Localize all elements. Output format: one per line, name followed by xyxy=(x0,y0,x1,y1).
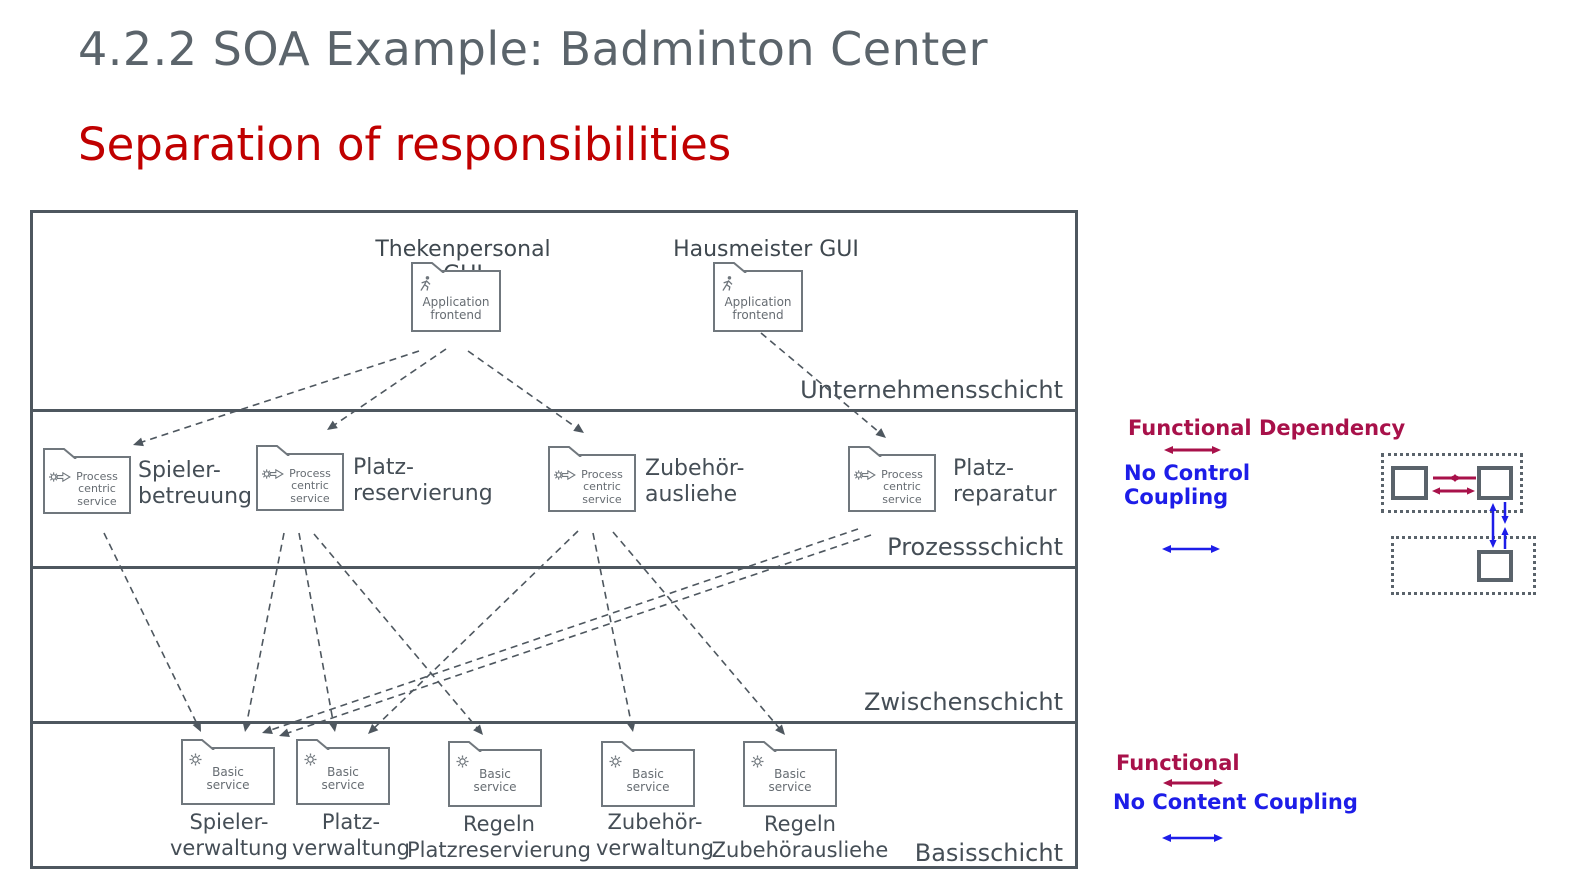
page-subtitle: Separation of responsibilities xyxy=(78,118,732,171)
no-control-coupling-label: No Control Coupling xyxy=(1124,461,1251,510)
process-service-folder-platzreparatur: Process centric service xyxy=(848,446,936,512)
illustration-blue-arrow-up-head xyxy=(1501,527,1509,535)
page-title: 4.2.2 SOA Example: Badminton Center xyxy=(78,22,989,76)
component-square xyxy=(1391,466,1428,500)
application-frontend-folder-hausmeister: Application frontend xyxy=(713,262,803,332)
gear-icon xyxy=(751,755,764,768)
folder-tab xyxy=(181,739,215,750)
no-control-coupling-sample-arrow-head xyxy=(1162,544,1171,554)
functional-dependency-label: Functional Dependency xyxy=(1128,416,1406,440)
soa-layers-diagram: Unternehmensschicht Prozessschicht Zwisc… xyxy=(30,210,1078,869)
folder-label: Application frontend xyxy=(422,295,490,323)
service-name-platzreservierung: Platz- reservierung xyxy=(353,455,493,507)
no-content-coupling-sample-arrow-head xyxy=(1214,833,1223,843)
folder-label: Process centric service xyxy=(581,468,623,506)
service-name-regeln-platzreservierung: Regeln Platzreservierung xyxy=(407,812,591,863)
folder-tab xyxy=(713,262,747,273)
basic-service-folder-regeln-zubehoerausliehe: Basic service xyxy=(743,741,837,807)
functional-sample-arrow-head xyxy=(1163,778,1172,788)
folder-label: Process centric service xyxy=(76,470,118,508)
folder-tab xyxy=(848,446,882,457)
folder-tab xyxy=(296,739,330,750)
folder-label: Application frontend xyxy=(724,295,792,323)
gear-icon xyxy=(456,755,469,768)
service-name-spielerbetreuung: Spieler- betreuung xyxy=(138,458,253,510)
no-content-coupling-label: No Content Coupling xyxy=(1113,790,1358,814)
functional-sample-arrow-head xyxy=(1214,778,1223,788)
layer-divider xyxy=(33,566,1075,569)
service-name-platzverwaltung: Platz- verwaltung xyxy=(291,810,411,861)
folder-tab xyxy=(601,741,635,752)
component-square xyxy=(1477,466,1513,500)
basic-service-folder-zubehoerverwaltung: Basic service xyxy=(601,741,695,807)
folder-tab xyxy=(448,741,482,752)
gui-title-hausmeister: Hausmeister GUI xyxy=(673,237,859,262)
folder-label: Basic service xyxy=(473,767,517,795)
service-name-platzreparatur: Platz- reparatur xyxy=(953,456,1057,508)
process-service-folder-zubehoerausliehe: Process centric service xyxy=(548,446,636,512)
layer-divider xyxy=(33,721,1075,724)
gear-arrow-icon xyxy=(262,468,284,480)
functional-dependency-sample-arrow-head xyxy=(1212,445,1221,455)
service-name-spielerverwaltung: Spieler- verwaltung xyxy=(169,810,289,861)
gear-icon xyxy=(609,755,622,768)
component-square xyxy=(1477,550,1513,582)
service-name-zubehoerverwaltung: Zubehör- verwaltung xyxy=(595,810,715,861)
layer-label-prozessschicht: Prozessschicht xyxy=(887,533,1063,561)
gear-arrow-icon xyxy=(49,471,71,483)
layer-divider xyxy=(33,409,1075,412)
no-control-coupling-sample-arrow-head xyxy=(1211,544,1220,554)
gear-arrow-icon xyxy=(854,469,876,481)
runner-icon xyxy=(722,276,733,291)
folder-tab xyxy=(256,445,290,456)
illustration-blue-arrow-down-head xyxy=(1501,516,1509,524)
layer-label-unternehmensschicht: Unternehmensschicht xyxy=(800,376,1063,404)
process-service-folder-spielerbetreuung: Process centric service xyxy=(43,448,131,514)
folder-label: Basic service xyxy=(768,767,812,795)
folder-label: Basic service xyxy=(626,767,670,795)
layer-label-zwischenschicht: Zwischenschicht xyxy=(863,688,1063,716)
no-content-coupling-sample-arrow-head xyxy=(1162,833,1171,843)
folder-label: Process centric service xyxy=(289,467,331,505)
gear-arrow-icon xyxy=(554,469,576,481)
folder-tab xyxy=(548,446,582,457)
basic-service-folder-regeln-platzreservierung: Basic service xyxy=(448,741,542,807)
gear-icon xyxy=(189,753,202,766)
service-name-regeln-zubehoerausliehe: Regeln Zubehörausliehe xyxy=(711,812,889,863)
folder-tab xyxy=(411,262,445,273)
process-service-folder-platzreservierung: Process centric service xyxy=(256,445,344,511)
folder-tab xyxy=(743,741,777,752)
functional-dependency-sample-arrow-head xyxy=(1164,445,1173,455)
gear-icon xyxy=(304,753,317,766)
service-name-zubehoerausliehe: Zubehör- ausliehe xyxy=(645,456,745,508)
folder-label: Basic service xyxy=(206,765,250,793)
folder-tab xyxy=(43,448,77,459)
folder-label: Basic service xyxy=(321,765,365,793)
basic-service-folder-spielerverwaltung: Basic service xyxy=(181,739,275,805)
runner-icon xyxy=(420,276,431,291)
basic-service-folder-platzverwaltung: Basic service xyxy=(296,739,390,805)
functional-label: Functional xyxy=(1116,751,1240,775)
application-frontend-folder-thekenpersonal: Application frontend xyxy=(411,262,501,332)
coupling-illustration-bottom-box xyxy=(1391,536,1536,595)
layer-label-basisschicht: Basisschicht xyxy=(914,839,1063,867)
folder-label: Process centric service xyxy=(881,468,923,506)
